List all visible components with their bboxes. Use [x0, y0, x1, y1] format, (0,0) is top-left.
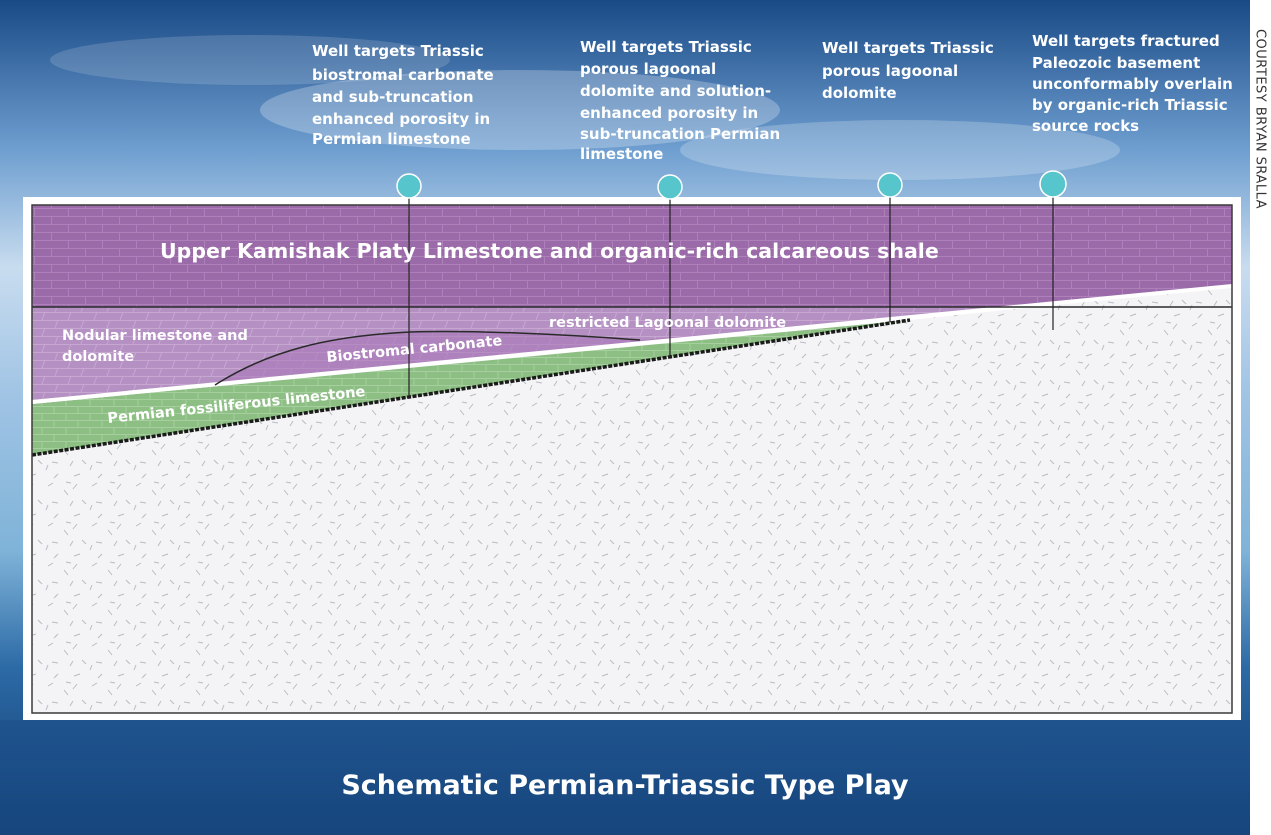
diagram-title: Schematic Permian-Triassic Type Play [341, 770, 909, 801]
layer-basement [32, 286, 1232, 713]
well-1 [396, 173, 422, 398]
photo-credit: COURTESY BRYAN SRALLA [1250, 4, 1270, 234]
well-3 [877, 172, 903, 322]
upper-kamishak-label: Upper Kamishak Platy Limestone and organ… [160, 239, 939, 263]
well-4 [1039, 170, 1067, 330]
well-4-label: Well targets fractured Paleozoic basemen… [1032, 32, 1238, 135]
lagoonal-dolomite-label: restricted Lagoonal dolomite [549, 315, 786, 331]
photo-credit-text: COURTESY BRYAN SRALLA [1252, 28, 1268, 210]
unconformity-white [32, 284, 1232, 404]
nodular-label: Nodular limestone and dolomite [62, 328, 253, 365]
well-marker-1 [396, 173, 422, 199]
layer-upper-kamishak [32, 205, 1232, 307]
well-marker-2 [657, 174, 683, 200]
well-marker-3 [877, 172, 903, 198]
well-1-label: Well targets Triassic biostromal carbona… [312, 42, 499, 148]
biostromal-top-line [214, 330, 641, 386]
well-2-label: Well targets Triassic porous lagoonal do… [580, 38, 785, 163]
well-marker-4 [1039, 170, 1067, 198]
basement-contact [32, 318, 911, 457]
ocean-band [0, 720, 1250, 835]
well-2 [657, 174, 683, 357]
well-3-label: Well targets Triassic porous lagoonal do… [822, 39, 999, 102]
